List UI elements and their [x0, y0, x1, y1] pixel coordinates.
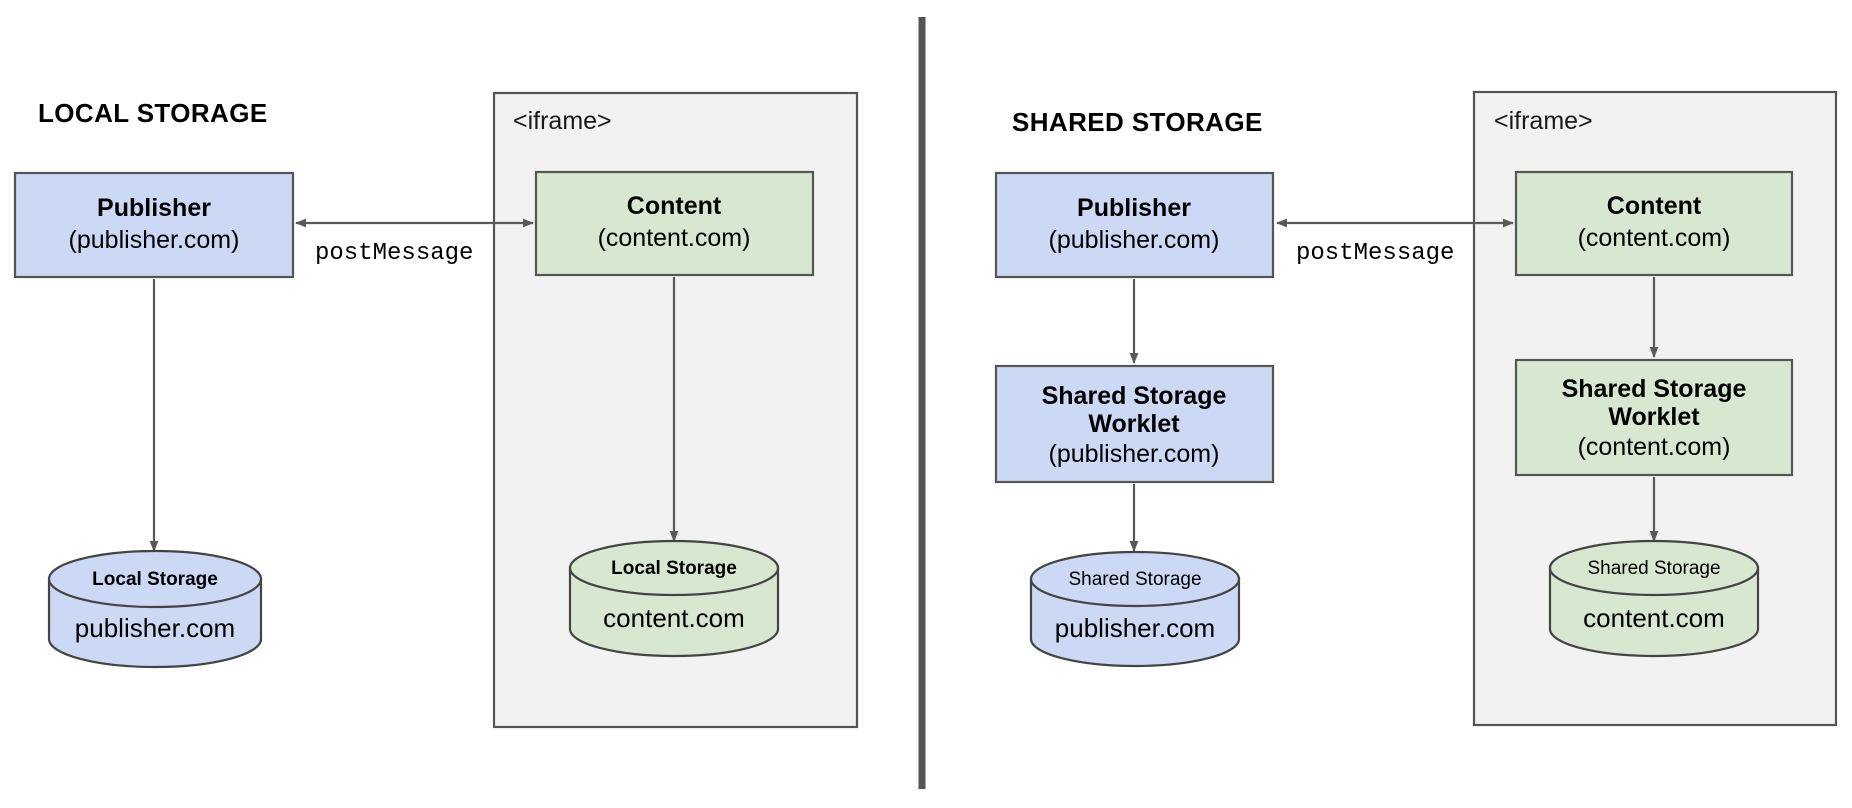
postmessage-label-right: postMessage — [1296, 240, 1454, 267]
content-worklet-title-line2: Worklet — [1608, 403, 1700, 431]
publisher-box-right-title: Publisher — [1077, 194, 1191, 222]
local-storage-cylinder-publisher-label: Local Storage — [92, 569, 218, 590]
content-worklet-title-line1: Shared Storage — [1562, 375, 1747, 403]
content-worklet-box[interactable] — [1514, 358, 1794, 477]
publisher-box-left-subtitle: (publisher.com) — [69, 226, 240, 254]
iframe-label-left: <iframe> — [513, 107, 612, 135]
publisher-box-right-subtitle: (publisher.com) — [1049, 226, 1220, 254]
local-storage-cylinder-content-label: Local Storage — [611, 558, 737, 579]
publisher-worklet-title-line1: Shared Storage — [1042, 382, 1227, 410]
local-storage-cylinder-publisher-domain: publisher.com — [75, 613, 235, 643]
publisher-worklet-title-line2: Worklet — [1088, 410, 1180, 438]
panel-shared-storage: SHARED STORAGE <iframe> Publisher (publi… — [994, 90, 1838, 727]
shared-storage-cylinder-publisher[interactable]: Shared Storage publisher.com — [1029, 550, 1241, 668]
publisher-box-left-title: Publisher — [97, 194, 211, 222]
content-box-right-title: Content — [1607, 192, 1702, 220]
publisher-box-right[interactable] — [994, 171, 1275, 279]
shared-storage-cylinder-content-label: Shared Storage — [1587, 558, 1720, 579]
content-box-right-subtitle: (content.com) — [1578, 224, 1731, 252]
panel-title-shared-storage: SHARED STORAGE — [1012, 107, 1263, 137]
publisher-worklet-subtitle: (publisher.com) — [1049, 440, 1220, 468]
local-storage-cylinder-publisher[interactable]: Local Storage publisher.com — [47, 549, 263, 669]
publisher-worklet-box[interactable] — [994, 364, 1275, 484]
panel-local-storage: LOCAL STORAGE <iframe> Publisher (publis… — [13, 91, 859, 729]
shared-storage-cylinder-publisher-label: Shared Storage — [1068, 569, 1201, 590]
panel-title-local-storage: LOCAL STORAGE — [38, 98, 268, 128]
publisher-box-left[interactable] — [13, 171, 295, 279]
postmessage-label-left: postMessage — [315, 240, 473, 267]
content-box-right[interactable] — [1514, 170, 1794, 277]
local-storage-cylinder-content-domain: content.com — [603, 603, 745, 633]
content-box-left-subtitle: (content.com) — [598, 224, 751, 252]
shared-storage-cylinder-content-domain: content.com — [1583, 603, 1725, 633]
shared-storage-cylinder-publisher-domain: publisher.com — [1055, 613, 1215, 643]
content-box-left[interactable] — [534, 170, 815, 277]
content-box-left-title: Content — [627, 192, 722, 220]
local-storage-cylinder-content[interactable]: Local Storage content.com — [568, 539, 780, 658]
shared-storage-cylinder-content[interactable]: Shared Storage content.com — [1548, 539, 1760, 658]
iframe-label-right: <iframe> — [1494, 107, 1593, 135]
content-worklet-subtitle: (content.com) — [1578, 433, 1731, 461]
